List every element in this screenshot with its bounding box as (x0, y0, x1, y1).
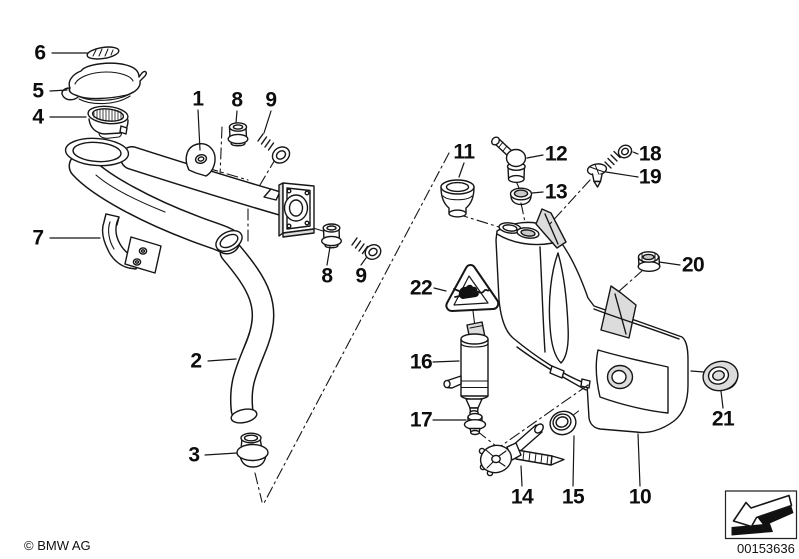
warning-triangle-22-drawing (445, 264, 500, 324)
level-sensor-14-drawing (478, 423, 565, 477)
filler-neck-1-drawing (64, 137, 315, 255)
part-callout-7[interactable]: 7 (32, 226, 44, 250)
cap-emblem-6-drawing (86, 46, 120, 60)
part-callout-19[interactable]: 19 (638, 165, 662, 189)
image-number: 00153636 (737, 541, 795, 556)
part-callout-18[interactable]: 18 (638, 142, 662, 166)
leader-lines (49, 52, 724, 487)
part-callout-21[interactable]: 21 (711, 407, 735, 431)
part-callout-6[interactable]: 6 (34, 41, 46, 65)
part-callout-22[interactable]: 22 (409, 276, 433, 300)
part-callout-2[interactable]: 2 (190, 349, 202, 373)
part-callout-9a[interactable]: 9 (265, 88, 277, 112)
copyright-text: © BMW AG (24, 538, 91, 553)
part-callout-13[interactable]: 13 (544, 180, 568, 204)
screw-9-bottom-drawing (351, 237, 382, 260)
strainer-4-drawing (87, 105, 129, 139)
part-callout-3[interactable]: 3 (188, 443, 200, 467)
arrow-down-left-icon (724, 490, 798, 540)
nut-8-bottom-drawing (321, 223, 343, 249)
seal-15-drawing (549, 410, 580, 436)
part-callout-15[interactable]: 15 (561, 485, 585, 509)
screw-18-drawing (604, 144, 633, 169)
grommet-11-drawing (440, 179, 475, 218)
grommet-3-drawing (236, 432, 269, 468)
part-callout-12[interactable]: 12 (544, 142, 568, 166)
grommet-13-drawing (509, 187, 533, 206)
nut-20-drawing (637, 251, 661, 273)
part-callout-20[interactable]: 20 (681, 253, 705, 277)
part-callout-17[interactable]: 17 (409, 408, 433, 432)
washer-pump-16-drawing (443, 321, 489, 416)
grommet-21-drawing (702, 360, 739, 392)
part-callout-8b[interactable]: 8 (321, 264, 333, 288)
reservoir-tank-10-drawing (495, 208, 689, 434)
rivet-19-drawing (586, 163, 608, 188)
connector-valve-12-drawing (490, 136, 527, 184)
part-callout-16[interactable]: 16 (409, 350, 433, 374)
nut-8-top-drawing (227, 122, 249, 147)
part-callout-1[interactable]: 1 (192, 87, 204, 111)
part-callout-4[interactable]: 4 (32, 105, 44, 129)
part-callout-8a[interactable]: 8 (231, 88, 243, 112)
grommet-17-drawing (463, 412, 487, 436)
washer-hose-2-drawing (219, 240, 275, 424)
holder-bracket-7-drawing (101, 213, 162, 274)
part-callout-9b[interactable]: 9 (355, 264, 367, 288)
part-callout-11[interactable]: 11 (453, 140, 475, 164)
part-callout-14[interactable]: 14 (510, 485, 534, 509)
part-callout-10[interactable]: 10 (628, 485, 652, 509)
screw-9-top-drawing (257, 133, 291, 164)
filler-cap-5-drawing (61, 62, 147, 105)
part-callout-5[interactable]: 5 (32, 79, 44, 103)
